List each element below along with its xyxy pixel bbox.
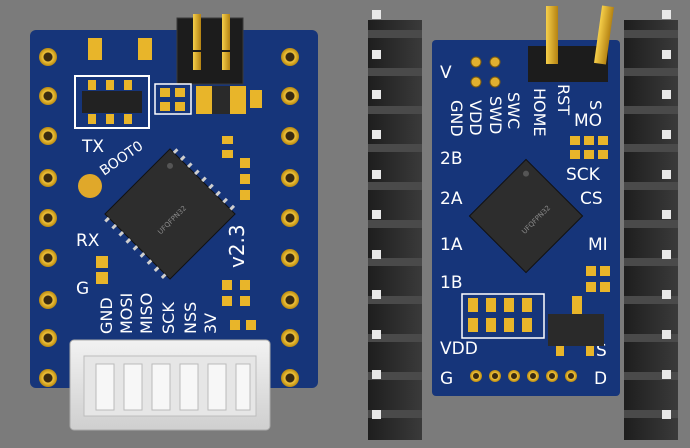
left-bottom-labels: GND MOSI MISO SCK NSS 3V bbox=[97, 293, 220, 334]
pad bbox=[39, 329, 57, 347]
rx-label: RX bbox=[76, 231, 100, 251]
pin-label: 2A bbox=[440, 189, 463, 209]
pin-label: 1B bbox=[440, 273, 462, 293]
pad bbox=[281, 209, 299, 227]
pin-label: CS bbox=[580, 189, 603, 209]
pin-label: NSS bbox=[181, 302, 200, 334]
right-side-labels: MO SCK CS MI S bbox=[566, 111, 608, 361]
pin-label: SCK bbox=[159, 302, 178, 334]
jst-connector bbox=[69, 339, 271, 431]
smd-pad bbox=[138, 38, 152, 60]
boot0-pad bbox=[78, 174, 102, 198]
right-board: V GND VDD SWD SWC HOME RST S MO SCK CS M… bbox=[368, 5, 678, 440]
pin-label: HOME bbox=[530, 88, 549, 137]
version-label: v2.3 bbox=[225, 224, 249, 268]
right-left-labels: 2B 2A 1A 1B VDD bbox=[440, 149, 478, 359]
partial-label: S bbox=[586, 100, 605, 110]
pin-label: SWD bbox=[486, 96, 505, 134]
pin-label: SWC bbox=[504, 92, 523, 129]
pad bbox=[281, 291, 299, 309]
transistor bbox=[548, 296, 604, 356]
pad bbox=[39, 169, 57, 187]
left-board-right-pads bbox=[281, 48, 299, 387]
g-label: G bbox=[76, 279, 89, 299]
left-board-left-pads bbox=[39, 48, 57, 387]
smd-pad bbox=[88, 38, 102, 60]
regulator-ic bbox=[82, 91, 142, 113]
pin-label: RST bbox=[554, 84, 573, 115]
pin-label: SCK bbox=[566, 165, 601, 185]
pin-label: MI bbox=[588, 235, 608, 255]
g-pin-label: G bbox=[440, 369, 453, 389]
right-mcu bbox=[468, 158, 584, 274]
pad bbox=[39, 209, 57, 227]
v-label: V bbox=[440, 63, 452, 83]
pad bbox=[281, 48, 299, 66]
pin-label: S bbox=[596, 341, 607, 361]
pad bbox=[39, 291, 57, 309]
pin-label: 1A bbox=[440, 235, 463, 255]
pad bbox=[39, 369, 57, 387]
pad bbox=[39, 48, 57, 66]
heatsink-left bbox=[368, 10, 422, 440]
pin-label: VDD bbox=[466, 100, 485, 136]
pin-label: VDD bbox=[440, 339, 478, 359]
left-pin-header bbox=[176, 14, 244, 85]
right-bottom-pads bbox=[470, 370, 577, 382]
left-board: TX BOOT0 RX G UFQFPN32 v2.3 GND MOSI MIS… bbox=[30, 14, 318, 431]
pin-label: MOSI bbox=[117, 293, 136, 334]
pin-label: 3V bbox=[201, 313, 220, 334]
pin-label: MISO bbox=[137, 293, 156, 334]
resistor-array bbox=[461, 293, 545, 339]
pad bbox=[281, 87, 299, 105]
pad bbox=[281, 249, 299, 267]
pad bbox=[39, 249, 57, 267]
pin-label: GND bbox=[97, 297, 116, 334]
pad bbox=[281, 329, 299, 347]
left-mcu bbox=[104, 148, 236, 280]
pad bbox=[39, 127, 57, 145]
pad bbox=[281, 369, 299, 387]
right-pin-header bbox=[528, 5, 614, 82]
pin-label: MO bbox=[574, 111, 602, 131]
pad bbox=[39, 87, 57, 105]
right-top-labels: GND VDD SWD SWC HOME RST bbox=[447, 84, 573, 137]
pad bbox=[281, 127, 299, 145]
d-pin-label: D bbox=[594, 369, 607, 389]
tx-label: TX bbox=[81, 137, 104, 157]
heatsink-right bbox=[624, 10, 678, 440]
pin-label: GND bbox=[447, 100, 466, 137]
pad bbox=[281, 169, 299, 187]
pin-label: 2B bbox=[440, 149, 462, 169]
